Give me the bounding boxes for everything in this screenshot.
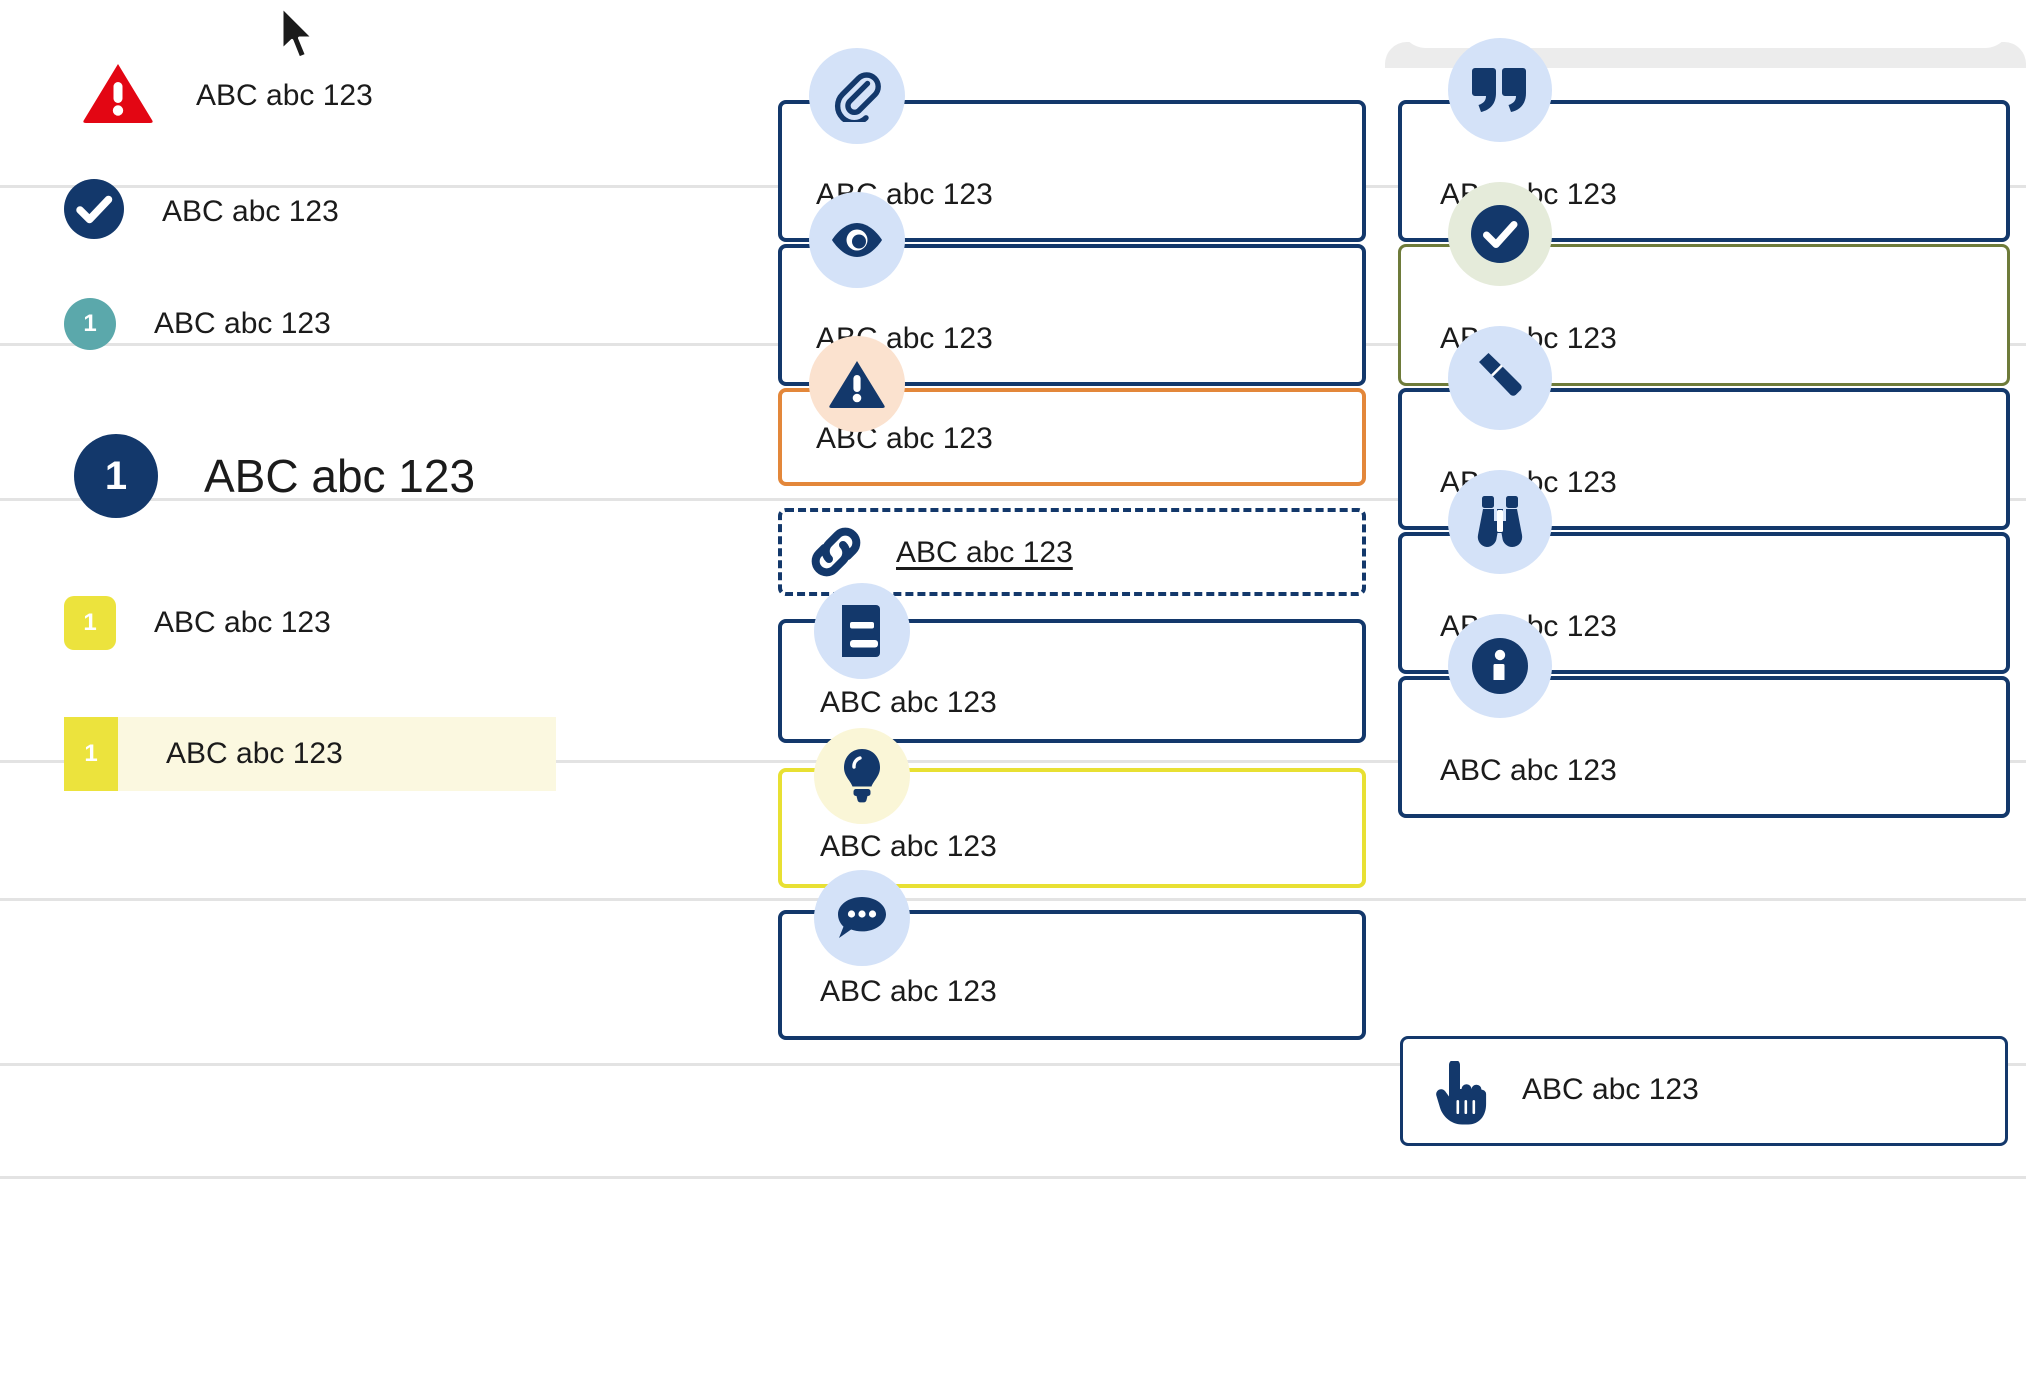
divider-rule bbox=[0, 498, 2026, 501]
eye-icon-badge bbox=[809, 192, 905, 288]
badge-count: 1 bbox=[84, 740, 98, 767]
lightbulb-icon-badge bbox=[814, 728, 910, 824]
info-circle-icon bbox=[1472, 638, 1528, 694]
number-badge-icon: 1 bbox=[64, 596, 116, 650]
check-circle-icon-badge bbox=[1448, 182, 1552, 286]
divider-rule bbox=[0, 1176, 2026, 1179]
pointing-hand-icon bbox=[1430, 1058, 1496, 1130]
badge-count: 1 bbox=[104, 453, 128, 498]
chat-bubble-icon-badge bbox=[814, 870, 910, 966]
divider-rule bbox=[0, 1063, 2026, 1066]
list-item-label: ABC abc 123 bbox=[166, 737, 343, 770]
divider-rule bbox=[0, 760, 2026, 763]
warning-triangle-icon-badge bbox=[809, 336, 905, 432]
mouse-pointer-icon bbox=[278, 5, 322, 68]
card-action-label: ABC abc 123 bbox=[1522, 1073, 1699, 1106]
binoculars-icon bbox=[1471, 494, 1529, 550]
quotation-mark-icon bbox=[1471, 66, 1529, 114]
card-info-label: ABC abc 123 bbox=[1440, 754, 1617, 787]
check-circle-icon bbox=[1471, 205, 1529, 263]
list-item-label: ABC abc 123 bbox=[154, 307, 331, 340]
list-item-alert[interactable]: ABC abc 123 bbox=[82, 62, 373, 129]
eye-icon bbox=[829, 220, 885, 260]
number-badge-icon: 1 bbox=[64, 298, 116, 350]
badge-count: 1 bbox=[83, 609, 97, 636]
warning-triangle-icon bbox=[828, 359, 886, 409]
paperclip-icon-badge bbox=[809, 48, 905, 144]
info-circle-icon-badge bbox=[1448, 614, 1552, 718]
number-badge-icon: 1 bbox=[64, 717, 118, 791]
binoculars-icon-badge bbox=[1448, 470, 1552, 574]
chain-link-icon bbox=[800, 516, 872, 588]
list-item-counter-yellow[interactable]: 1 ABC abc 123 bbox=[64, 596, 331, 650]
highlight-banner bbox=[64, 717, 556, 791]
list-item-label: ABC abc 123 bbox=[196, 78, 373, 112]
list-item-success[interactable]: ABC abc 123 bbox=[64, 179, 339, 244]
card-reference-label: ABC abc 123 bbox=[820, 686, 997, 719]
list-item-label: ABC abc 123 bbox=[154, 606, 331, 639]
badge-count: 1 bbox=[83, 310, 97, 337]
card-link-label[interactable]: ABC abc 123 bbox=[896, 536, 1073, 569]
list-item-label: ABC abc 123 bbox=[162, 194, 339, 228]
list-item-counter-navy-large[interactable]: 1 ABC abc 123 bbox=[74, 434, 475, 518]
card-comment-label: ABC abc 123 bbox=[820, 975, 997, 1008]
chat-bubble-icon bbox=[835, 894, 889, 942]
book-icon bbox=[837, 602, 887, 660]
book-icon-badge bbox=[814, 583, 910, 679]
lightbulb-icon bbox=[840, 747, 884, 805]
divider-rule bbox=[0, 898, 2026, 901]
card-link[interactable] bbox=[778, 508, 1366, 596]
card-tip-label: ABC abc 123 bbox=[820, 830, 997, 863]
list-item-label: ABC abc 123 bbox=[204, 450, 476, 502]
number-badge-icon: 1 bbox=[74, 434, 158, 518]
quotation-mark-icon-badge bbox=[1448, 38, 1552, 142]
card-action[interactable] bbox=[1400, 1036, 2008, 1146]
list-item-counter-yellow-highlight[interactable]: 1 ABC abc 123 bbox=[64, 717, 343, 791]
paperclip-icon bbox=[831, 70, 883, 122]
pencil-icon-badge bbox=[1448, 326, 1552, 430]
check-circle-icon bbox=[64, 179, 124, 244]
pencil-icon bbox=[1472, 350, 1528, 406]
warning-triangle-icon bbox=[82, 62, 154, 129]
list-item-counter-teal[interactable]: 1 ABC abc 123 bbox=[64, 298, 331, 350]
